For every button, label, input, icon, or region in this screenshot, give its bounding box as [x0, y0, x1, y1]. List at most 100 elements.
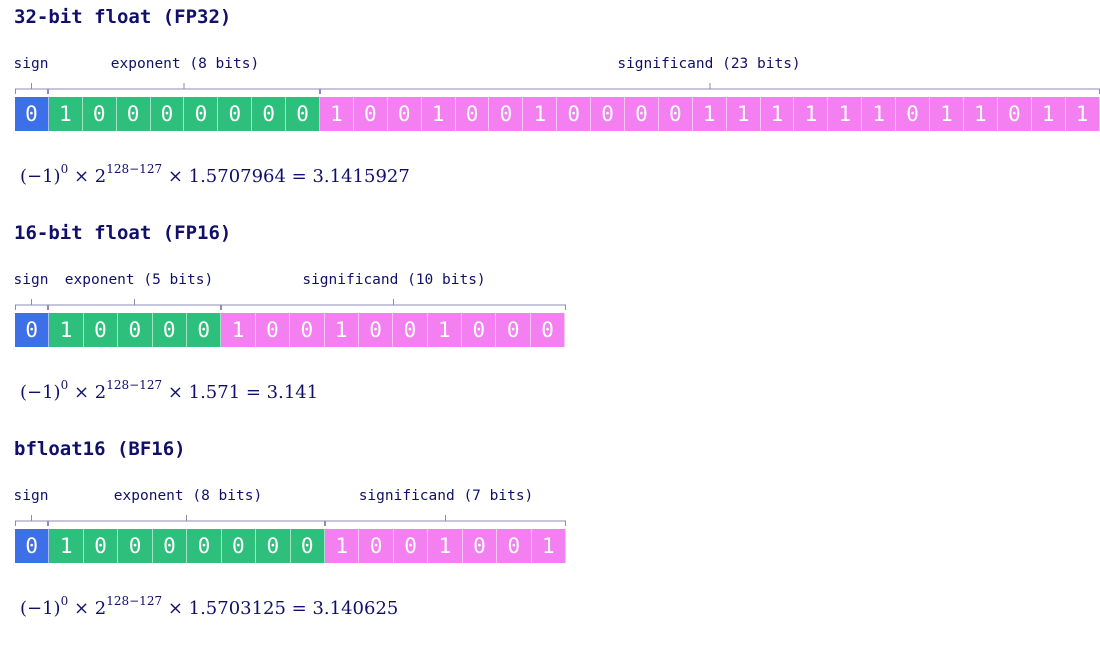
section-title: bfloat16 (BF16) — [14, 438, 186, 460]
significand-bit: 0 — [359, 529, 394, 563]
exponent-label: exponent (5 bits) — [64, 272, 214, 288]
formula-times: × 2 — [68, 598, 107, 619]
significand-bit: 0 — [625, 97, 659, 131]
significand-bit: 0 — [393, 313, 428, 347]
significand-label: significand (10 bits) — [302, 272, 486, 288]
significand-bit: 0 — [489, 97, 524, 131]
significand-bit: 0 — [387, 97, 422, 131]
sign-label: sign — [13, 56, 49, 72]
significand-bit: 0 — [393, 529, 429, 563]
formula-exponent-expression: 128−127 — [106, 162, 163, 176]
exponent-bit: 1 — [49, 529, 84, 563]
brace-shape — [15, 83, 48, 94]
exponent-bit: 0 — [252, 97, 287, 131]
section-title: 16-bit float (FP16) — [14, 222, 232, 244]
formula-result: × 1.571 = 3.141 — [162, 382, 319, 403]
significand-bit: 0 — [496, 313, 531, 347]
brace-shape — [325, 515, 566, 526]
exponent-brace — [48, 292, 221, 312]
sign-brace — [15, 76, 48, 96]
exponent-bit: 0 — [218, 97, 253, 131]
exponent-bit: 0 — [152, 529, 188, 563]
significand-brace — [325, 508, 566, 528]
exponent-label: exponent (8 bits) — [113, 488, 263, 504]
formula-result: × 1.5707964 = 3.1415927 — [162, 166, 410, 187]
formula-base: (−1) — [20, 382, 61, 403]
exponent-brace — [48, 76, 320, 96]
significand-bit: 1 — [427, 313, 463, 347]
significand-bit: 1 — [862, 97, 897, 131]
significand-bit: 0 — [455, 97, 490, 131]
significand-bit: 1 — [726, 97, 761, 131]
significand-bit: 1 — [421, 97, 456, 131]
formula-exponent-expression: 128−127 — [106, 594, 163, 608]
significand-bit: 0 — [557, 97, 592, 131]
sign-bit: 0 — [15, 529, 50, 563]
fp32-section: 32-bit float (FP32) sign exponent (8 bit… — [0, 0, 1100, 214]
exponent-bit: 0 — [83, 313, 119, 347]
significand-bit: 0 — [290, 313, 325, 347]
significand-bit: 1 — [794, 97, 829, 131]
exponent-bit: 0 — [150, 97, 185, 131]
exponent-bit: 0 — [152, 313, 187, 347]
significand-bit: 1 — [320, 97, 354, 131]
sign-label: sign — [13, 488, 49, 504]
brace-shape — [15, 515, 48, 526]
brace-shape — [48, 299, 221, 310]
bf16-section: bfloat16 (BF16) sign exponent (8 bits) s… — [0, 432, 1100, 646]
exponent-bit: 0 — [290, 529, 325, 563]
significand-bit: 0 — [997, 97, 1032, 131]
significand-bit: 0 — [591, 97, 626, 131]
significand-bit: 1 — [531, 529, 566, 563]
significand-label: significand (7 bits) — [358, 488, 534, 504]
sign-brace — [15, 292, 48, 312]
formula-times: × 2 — [68, 382, 107, 403]
significand-bit: 1 — [963, 97, 998, 131]
significand-bit: 1 — [930, 97, 964, 131]
formula-base: (−1) — [20, 166, 61, 187]
significand-bit: 0 — [255, 313, 291, 347]
formula: (−1)0 × 2128−127 × 1.5703125 = 3.140625 — [20, 594, 399, 619]
exponent-label: exponent (8 bits) — [110, 56, 260, 72]
exponent-brace — [48, 508, 325, 528]
exponent-bit: 0 — [118, 313, 153, 347]
brace-shape — [48, 515, 325, 526]
significand-bit: 1 — [428, 529, 463, 563]
exponent-bit: 0 — [83, 529, 119, 563]
significand-bit: 1 — [760, 97, 795, 131]
significand-bit: 1 — [1031, 97, 1066, 131]
exponent-bit: 0 — [186, 313, 222, 347]
significand-bit: 1 — [523, 97, 558, 131]
formula-result: × 1.5703125 = 3.140625 — [162, 598, 399, 619]
formula-sign-exponent: 0 — [60, 162, 69, 176]
significand-bit: 1 — [324, 313, 359, 347]
significand-bit: 0 — [462, 313, 497, 347]
exponent-bit: 0 — [256, 529, 291, 563]
section-title: 32-bit float (FP32) — [14, 6, 232, 28]
exponent-bit: 0 — [184, 97, 219, 131]
brace-shape — [320, 83, 1100, 94]
exponent-bit: 1 — [49, 313, 84, 347]
exponent-bit: 0 — [187, 529, 222, 563]
significand-bit: 0 — [358, 313, 394, 347]
sign-label: sign — [13, 272, 49, 288]
brace-shape — [221, 299, 566, 310]
significand-bit: 1 — [324, 529, 360, 563]
significand-bit: 0 — [462, 529, 498, 563]
fp16-section: 16-bit float (FP16) sign exponent (5 bit… — [0, 216, 1100, 430]
significand-bit: 0 — [896, 97, 931, 131]
significand-bit: 1 — [1065, 97, 1100, 131]
formula-exponent-expression: 128−127 — [106, 378, 163, 392]
sign-bit: 0 — [15, 313, 50, 347]
significand-bit: 0 — [530, 313, 566, 347]
sign-bit: 0 — [15, 97, 49, 131]
significand-brace — [221, 292, 566, 312]
significand-bit: 0 — [353, 97, 388, 131]
formula-sign-exponent: 0 — [60, 378, 69, 392]
exponent-bit: 0 — [221, 529, 257, 563]
exponent-bit: 0 — [286, 97, 321, 131]
brace-shape — [48, 83, 320, 94]
